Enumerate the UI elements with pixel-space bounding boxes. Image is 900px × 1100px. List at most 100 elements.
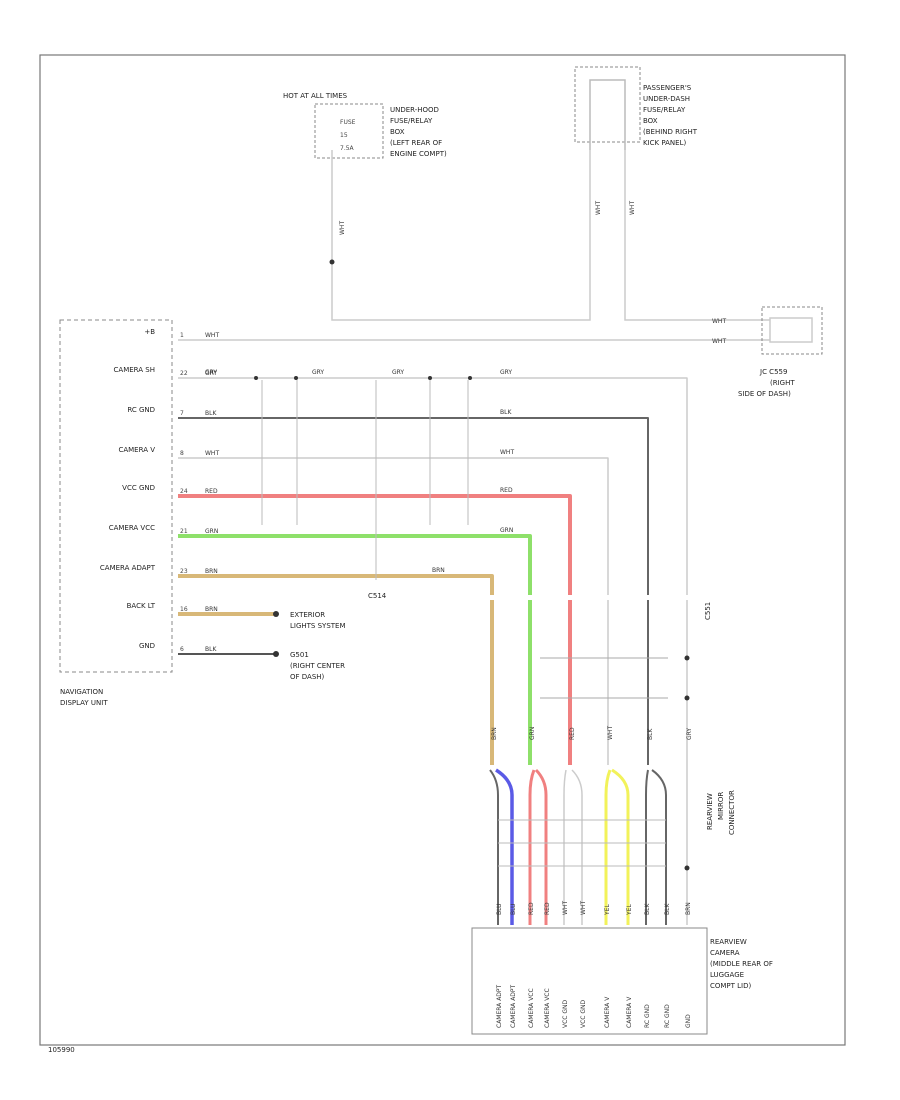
rear-camera-pin: RC GND: [644, 1004, 651, 1028]
nav-pin-name: GND: [139, 642, 155, 650]
wire-label-fuse-r2: WHT: [629, 201, 636, 215]
connector-c-group: WHT WHT JC C559 (RIGHT SIDE OF DASH): [712, 306, 823, 398]
rear-camera-label: CAMERA: [710, 949, 740, 957]
rear-camera-label: LUGGAGE: [710, 971, 744, 979]
nav-pin-number: 6: [180, 646, 184, 653]
splice-dot: [684, 655, 690, 661]
terminal-dot: [273, 651, 279, 657]
fuse-top-fuse-label: FUSE: [340, 119, 356, 126]
rear-wire-label: BRN: [685, 902, 692, 915]
nav-pin-wire: WHT: [205, 332, 219, 339]
vertical-wire-label: GRN: [529, 727, 536, 740]
rear-camera-label: REARVIEW: [710, 938, 747, 946]
wire-label-right-top: WHT: [712, 318, 726, 325]
nav-pin-number: 21: [180, 528, 188, 535]
rear-camera-pin: GND: [685, 1014, 692, 1028]
ground-label: G501: [290, 651, 309, 659]
nav-pin-name: BACK LT: [127, 602, 156, 610]
wire-label-sh: GRY: [312, 369, 324, 376]
nav-pin-name: RC GND: [127, 406, 155, 414]
nav-pin-number: 8: [180, 450, 184, 457]
rear-camera-pin: CAMERA V: [604, 996, 611, 1028]
fuse-top-box-line: ENGINE COMPT): [390, 150, 447, 158]
fuse-top-title: HOT AT ALL TIMES: [283, 92, 348, 100]
rear-connector-label: MIRROR: [717, 792, 725, 820]
signal-wires: [178, 377, 688, 655]
shield-lines: [540, 657, 668, 699]
rear-wire-label: BLK: [644, 903, 651, 915]
rear-wire-label: BLU: [496, 903, 503, 915]
fanout-wires: [489, 768, 667, 925]
fuse-right-group: PASSENGER'S UNDER-DASH FUSE/RELAY BOX (B…: [574, 66, 698, 150]
connector-c-label: SIDE OF DASH): [738, 390, 791, 398]
rear-camera-pin: CAMERA VCC: [528, 988, 535, 1028]
rear-wire-label: RED: [544, 902, 551, 915]
rear-camera-group: CAMERA ADPT CAMERA ADPT CAMERA VCC CAMERA V…: [471, 927, 773, 1035]
rear-wire-label: WHT: [562, 901, 569, 915]
nav-pin-name: +B: [144, 328, 155, 336]
splice-dot: [294, 376, 298, 380]
rear-camera-box: [471, 927, 708, 1035]
splice-dot: [684, 865, 690, 871]
fuse-right-box-line: PASSENGER'S: [643, 84, 692, 92]
nav-pin-wire: GRY: [205, 370, 217, 377]
fuse-top-box-line: (LEFT REAR OF: [390, 139, 442, 147]
wire-camera-v: [178, 457, 609, 595]
nav-pin-name: VCC GND: [122, 484, 155, 492]
wire-camera-sh: [178, 377, 688, 595]
connector-d-label: C551: [704, 602, 712, 620]
fuse-top-group: HOT AT ALL TIMES FUSE 15 7.5A UNDER-HOOD…: [283, 92, 447, 159]
nav-pin-number: 24: [180, 488, 188, 495]
rear-camera-pin: VCC GND: [580, 999, 587, 1028]
rear-connector-label: CONNECTOR: [728, 790, 736, 835]
rear-camera-label: COMPT LID): [710, 982, 752, 990]
vertical-wire-label: BLK: [647, 728, 654, 740]
nav-unit-label: NAVIGATION: [60, 688, 103, 696]
nav-unit-box: [59, 319, 173, 673]
vertical-wire-label: BRN: [491, 727, 498, 740]
fuse-top-box-line: UNDER-HOOD: [390, 106, 439, 114]
wire-camera-vcc: [178, 534, 532, 595]
nav-unit-label: DISPLAY UNIT: [60, 699, 108, 707]
nav-pin-wire: BRN: [205, 606, 218, 613]
splice-dot: [468, 376, 472, 380]
exterior-label: LIGHTS SYSTEM: [290, 622, 346, 630]
connector-c-label: JC C559: [759, 368, 787, 376]
vertical-wire-label: GRY: [686, 728, 693, 740]
rear-wire-label: YEL: [604, 904, 611, 916]
rear-connector-label: REARVIEW: [706, 793, 714, 830]
connector-c-label: (RIGHT: [770, 379, 795, 387]
nav-pin-wire: WHT: [205, 450, 219, 457]
rear-camera-pin: VCC GND: [562, 999, 569, 1028]
rear-camera-pins: CAMERA ADPT CAMERA ADPT CAMERA VCC CAMERA V…: [496, 984, 692, 1028]
rear-camera-pin: CAMERA V: [626, 996, 633, 1028]
power-wires: [178, 150, 770, 341]
nav-pin-wire: BLK: [205, 646, 217, 653]
rear-camera-pin: CAMERA ADPT: [496, 984, 503, 1028]
rear-camera-pin: CAMERA VCC: [544, 988, 551, 1028]
rear-wire-label: BLU: [510, 903, 517, 915]
nav-pin-wire: RED: [205, 488, 218, 495]
wire-label-sh: GRY: [500, 369, 512, 376]
nav-pin-name: CAMERA VCC: [109, 524, 155, 532]
nav-pin-number: 16: [180, 606, 188, 613]
wire-rc-gnd: [178, 417, 649, 595]
figure-code: 105990: [48, 1046, 75, 1054]
fuse-top-amp: 7.5A: [340, 145, 355, 152]
rear-wire-label: YEL: [626, 904, 633, 916]
vertical-wire-label: RED: [569, 727, 576, 740]
ground-label: (RIGHT CENTER: [290, 662, 345, 670]
wire-label-mid: BLK: [500, 409, 512, 416]
nav-pin-name: CAMERA V: [118, 446, 155, 454]
nav-pin-name: CAMERA SH: [114, 366, 155, 374]
fuse-right-box-line: KICK PANEL): [643, 139, 686, 147]
vertical-wire-set: [490, 600, 688, 925]
wire-label-mid: WHT: [500, 449, 514, 456]
nav-pin-name: CAMERA ADAPT: [100, 564, 156, 572]
rear-camera-pin: CAMERA ADPT: [510, 984, 517, 1028]
wire-label-mid: GRN: [500, 527, 513, 534]
splice-verticals: [261, 380, 469, 580]
